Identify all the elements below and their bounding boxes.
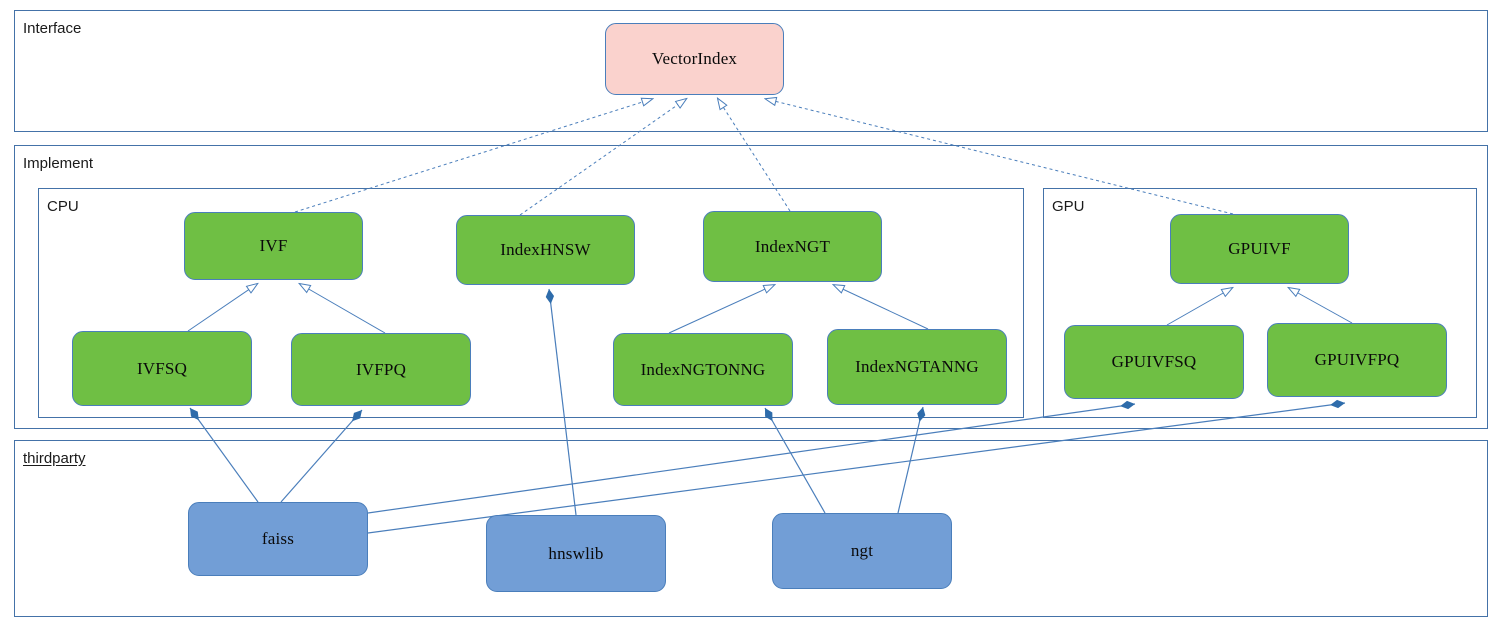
node-indexngtonng[interactable]: IndexNGTONNG xyxy=(613,333,793,406)
node-ivf[interactable]: IVF xyxy=(184,212,363,280)
node-gpuivfpq[interactable]: GPUIVFPQ xyxy=(1267,323,1447,397)
container-label-thirdparty: thirdparty xyxy=(23,451,86,466)
spellcheck-squiggle-icon xyxy=(23,467,86,472)
node-hnswlib[interactable]: hnswlib xyxy=(486,515,666,592)
node-faiss[interactable]: faiss xyxy=(188,502,368,576)
container-label-interface: Interface xyxy=(23,20,82,37)
container-label-gpu: GPU xyxy=(1052,198,1085,215)
node-ivfsq[interactable]: IVFSQ xyxy=(72,331,252,406)
node-gpuivf[interactable]: GPUIVF xyxy=(1170,214,1349,284)
container-label-cpu: CPU xyxy=(47,198,79,215)
node-ivfpq[interactable]: IVFPQ xyxy=(291,333,471,406)
node-gpuivfsq[interactable]: GPUIVFSQ xyxy=(1064,325,1244,399)
node-indexngt[interactable]: IndexNGT xyxy=(703,211,882,282)
node-indexhnsw[interactable]: IndexHNSW xyxy=(456,215,635,285)
container-label-implement: Implement xyxy=(23,155,94,172)
node-ngt[interactable]: ngt xyxy=(772,513,952,589)
node-indexngtanng[interactable]: IndexNGTANNG xyxy=(827,329,1007,405)
node-vectorindex[interactable]: VectorIndex xyxy=(605,23,784,95)
